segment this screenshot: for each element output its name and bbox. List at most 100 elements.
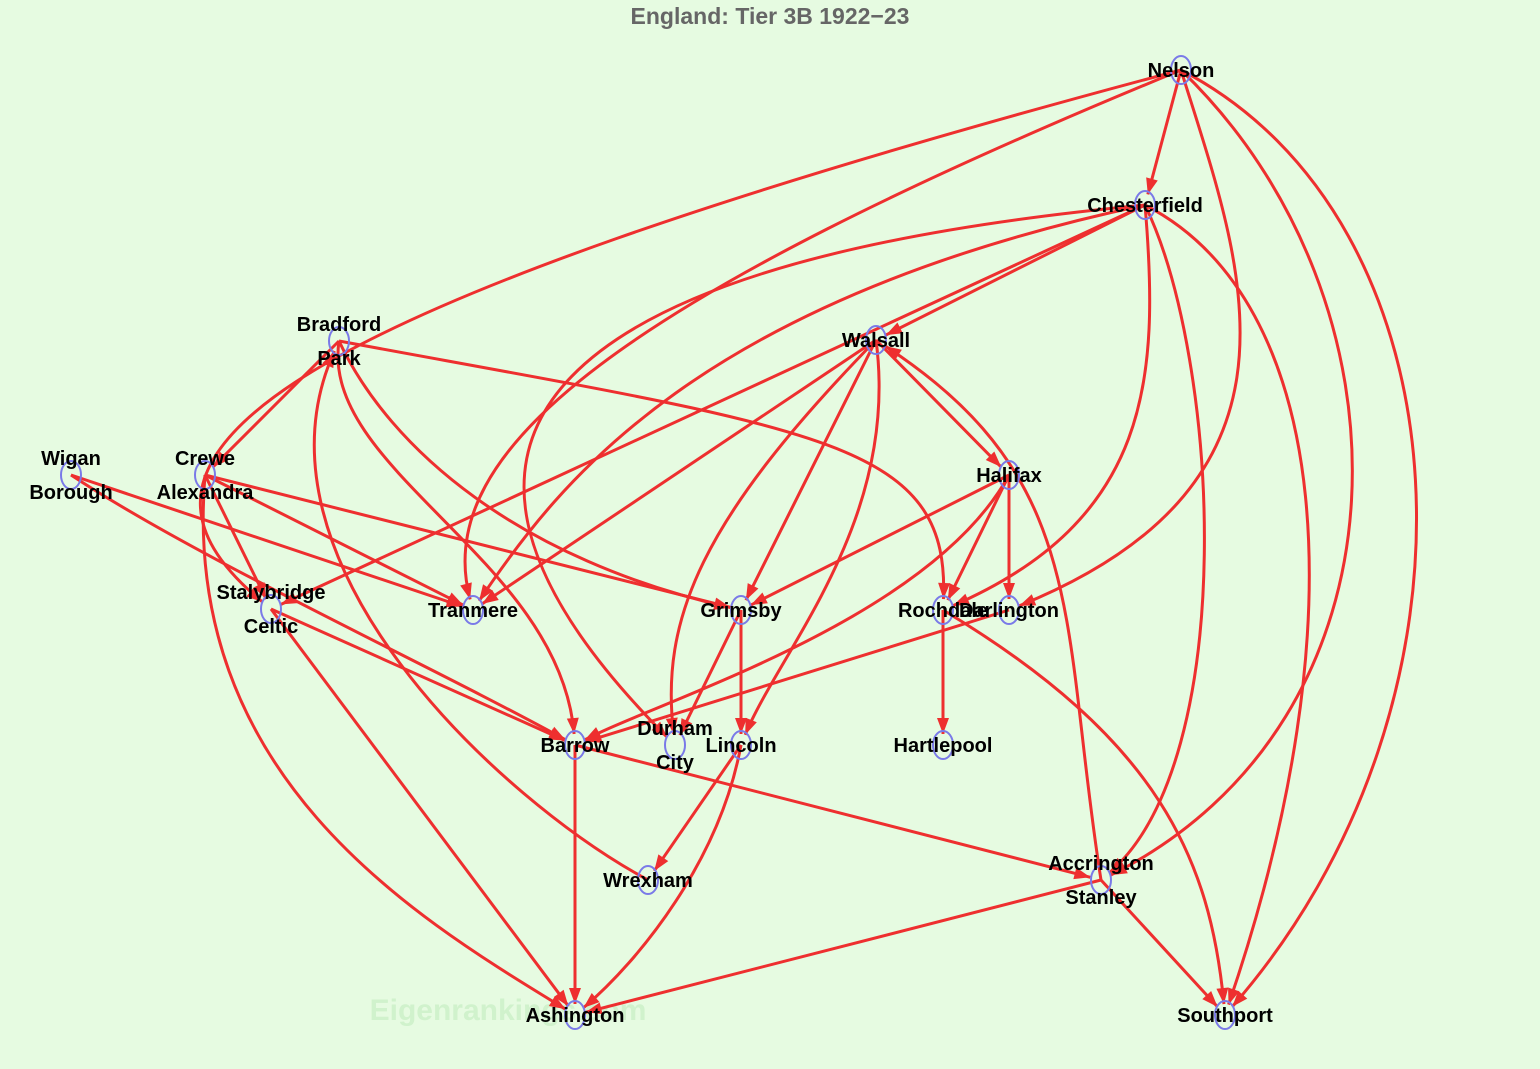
edge-chesterfield-to-accrington (1108, 204, 1206, 874)
node-marker (1134, 190, 1156, 220)
edge-stalybridge-to-ashington (269, 608, 570, 1008)
edge-arrowhead (1228, 987, 1240, 1005)
node-label: Accrington (1048, 853, 1154, 875)
node-marker (730, 595, 752, 625)
edge-line (204, 473, 464, 607)
edge-walsall-to-grimsby (744, 339, 878, 601)
edge-arrowhead (654, 854, 669, 871)
edge-line (574, 743, 1091, 879)
node-label: Stalybridge (217, 582, 326, 604)
edge-chesterfield-to-durham (522, 203, 1146, 739)
edge-line (669, 338, 878, 735)
edge-arrowhead (547, 728, 565, 741)
edge-line (280, 203, 1146, 606)
edge-line (885, 203, 1146, 337)
node-label: Halifax (976, 465, 1042, 487)
edge-arrowhead (885, 322, 903, 336)
node-marker (564, 730, 586, 760)
edge-walsall-to-durham (665, 338, 878, 735)
edge-crewe-to-stalybridge (203, 474, 268, 600)
node-label: Nelson (1148, 60, 1215, 82)
edge-rochdale-to-southport (942, 608, 1229, 1005)
edge-line (522, 203, 1146, 739)
node-marker (998, 460, 1020, 490)
node-marker (664, 730, 686, 760)
node-marker (932, 730, 954, 760)
node-barrow: Barrow (541, 730, 610, 760)
edge-line (270, 607, 566, 742)
edge-grimsby-to-lincoln (735, 610, 747, 734)
node-marker (60, 460, 82, 490)
node-label: Borough (29, 482, 112, 504)
edge-arrowhead (1202, 991, 1218, 1007)
edge-bradford-to-crewe (211, 339, 341, 469)
edge-arrowhead (713, 597, 731, 610)
edge-crewe-to-grimsby (204, 473, 731, 610)
edge-arrowhead (953, 593, 971, 606)
edge-line (70, 473, 567, 742)
edge-arrowhead (885, 346, 902, 360)
edge-halifax-to-darlington (1003, 475, 1015, 599)
node-rochdale: Rochdale (898, 595, 988, 625)
edge-arrowhead (554, 989, 569, 1007)
node-label: Tranmere (428, 600, 518, 622)
edge-line (1180, 68, 1418, 1008)
node-label: Grimsby (700, 600, 782, 622)
node-label: Barrow (541, 735, 610, 757)
edge-line (1108, 204, 1206, 874)
edge-halifax-to-rochdale (946, 474, 1011, 601)
edge-line (211, 339, 341, 469)
node-marker (1170, 55, 1192, 85)
node-label: Lincoln (705, 735, 776, 757)
edge-line (1018, 69, 1242, 608)
edge-arrowhead (1216, 987, 1229, 1005)
edge-line (477, 203, 1146, 602)
edge-line (653, 744, 743, 872)
node-nelson: Nelson (1148, 55, 1215, 85)
node-label: Southport (1177, 1005, 1273, 1027)
edge-arrowhead (735, 718, 747, 734)
edge-arrowhead (446, 592, 464, 606)
node-marker (932, 595, 954, 625)
edge-crewe-to-ashington (201, 474, 567, 1011)
edge-line (201, 474, 567, 1011)
edge-line (203, 474, 268, 600)
edge-chesterfield-to-rochdale (952, 204, 1152, 607)
node-label: City (656, 752, 695, 774)
edge-halifax-to-grimsby (750, 473, 1010, 607)
edge-arrowhead (585, 731, 603, 743)
edge-arrowhead (566, 717, 579, 735)
edge-line (744, 339, 878, 601)
node-label: Celtic (244, 616, 298, 638)
edge-arrowhead (1019, 594, 1037, 606)
edge-line (1110, 68, 1354, 877)
node-ashington: Ashington (526, 1000, 624, 1030)
edge-chesterfield-to-southport (1144, 203, 1311, 1006)
node-label: Alexandra (157, 482, 255, 504)
node-label: Wigan (41, 448, 101, 470)
node-marker (730, 730, 752, 760)
edge-arrowhead (1232, 990, 1248, 1007)
node-label: Darlington (959, 600, 1059, 622)
edge-walsall-to-lincoln (743, 339, 881, 736)
node-southport: Southport (1177, 1000, 1273, 1030)
edge-line (874, 338, 1003, 469)
edge-line (946, 474, 1011, 601)
edge-lincoln-to-ashington (582, 744, 743, 1010)
edge-walsall-to-halifax (874, 338, 1003, 469)
edge-line (584, 474, 1011, 742)
edge-line (582, 744, 743, 1010)
edge-line (269, 608, 570, 1008)
edge-line (952, 204, 1152, 607)
edge-arrowhead (482, 589, 499, 604)
edge-arrowhead (937, 718, 949, 734)
node-halifax: Halifax (976, 460, 1042, 490)
edge-accrington-to-southport (1099, 878, 1219, 1008)
edge-line (463, 68, 1182, 600)
